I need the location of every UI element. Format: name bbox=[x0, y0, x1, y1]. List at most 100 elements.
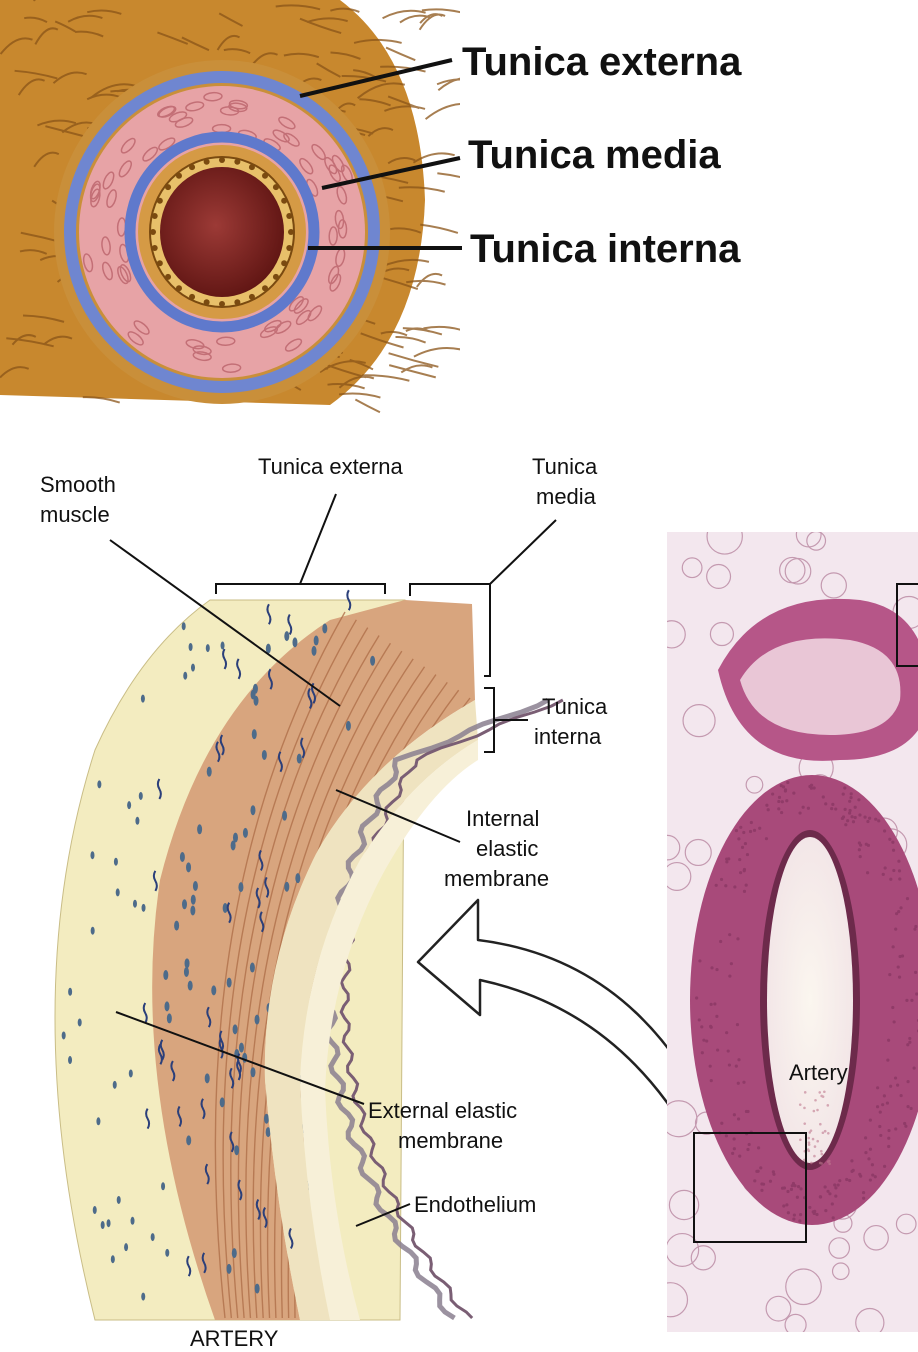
endothelial-cell bbox=[165, 274, 171, 280]
smooth-muscle-nucleus bbox=[250, 963, 255, 973]
wall-speck bbox=[834, 1186, 837, 1189]
fibroblast-nucleus bbox=[114, 858, 118, 866]
lumen-speck bbox=[823, 1090, 826, 1093]
wall-speck bbox=[807, 807, 810, 810]
wall-speck bbox=[888, 838, 891, 841]
wall-speck bbox=[715, 1015, 718, 1018]
lumen-speck bbox=[813, 1110, 816, 1113]
wall-speck bbox=[826, 1190, 829, 1193]
fibroblast-nucleus bbox=[129, 1069, 133, 1077]
wall-speck bbox=[903, 1122, 906, 1125]
endothelial-cell bbox=[152, 245, 158, 251]
wall-speck bbox=[710, 1003, 713, 1006]
wall-speck bbox=[876, 1105, 879, 1108]
smooth-muscle-nucleus bbox=[226, 1264, 231, 1274]
wall-speck bbox=[767, 808, 770, 811]
wall-speck bbox=[698, 959, 701, 962]
wall-speck bbox=[787, 1211, 790, 1214]
wall-speck bbox=[733, 885, 736, 888]
smooth-muscle-nucleus bbox=[255, 1284, 260, 1294]
wall-speck bbox=[742, 1081, 745, 1084]
fibroblast-nucleus bbox=[139, 792, 143, 800]
fibroblast-nucleus bbox=[90, 851, 94, 859]
wall-speck bbox=[737, 837, 740, 840]
wall-speck bbox=[778, 796, 781, 799]
wall-speck bbox=[893, 1020, 896, 1023]
wall-speck bbox=[858, 813, 861, 816]
lumen-speck bbox=[813, 1155, 816, 1158]
lumen-speck bbox=[816, 1140, 819, 1143]
wall-speck bbox=[882, 873, 885, 876]
wall-speck bbox=[799, 1213, 802, 1216]
smooth-muscle-nucleus bbox=[234, 1145, 239, 1155]
wall-speck bbox=[913, 928, 916, 931]
label-smooth-muscle-1: Smooth bbox=[40, 472, 116, 497]
lumen-speck bbox=[819, 1123, 822, 1126]
wall-speck bbox=[891, 1006, 894, 1009]
label-iem-2: elastic bbox=[476, 836, 538, 861]
fibroblast-nucleus bbox=[191, 664, 195, 672]
wall-speck bbox=[894, 928, 897, 931]
wall-speck bbox=[828, 1192, 831, 1195]
endothelial-cell bbox=[288, 229, 294, 235]
endothelial-cell bbox=[189, 164, 195, 170]
wall-speck bbox=[869, 1148, 872, 1151]
fibroblast-nucleus bbox=[135, 817, 139, 825]
wall-speck bbox=[812, 1210, 815, 1213]
wall-speck bbox=[757, 1146, 760, 1149]
wall-speck bbox=[905, 999, 908, 1002]
wall-speck bbox=[858, 841, 861, 844]
externa-fiber bbox=[395, 337, 425, 343]
wall-speck bbox=[700, 1025, 703, 1028]
wall-speck bbox=[908, 1041, 911, 1044]
wall-speck bbox=[724, 884, 727, 887]
histology-micrograph: Artery bbox=[653, 519, 918, 1337]
wall-speck bbox=[842, 793, 845, 796]
fibroblast-nucleus bbox=[133, 900, 137, 908]
wall-speck bbox=[815, 1213, 818, 1216]
externa-fiber bbox=[414, 348, 463, 357]
lumen-speck bbox=[812, 1138, 815, 1141]
wall-speck bbox=[891, 841, 894, 844]
wall-speck bbox=[881, 1103, 884, 1106]
smooth-muscle-nucleus bbox=[174, 921, 179, 931]
wall-speck bbox=[866, 871, 869, 874]
wall-speck bbox=[848, 1179, 851, 1182]
wall-speck bbox=[824, 1185, 827, 1188]
wall-speck bbox=[709, 1065, 712, 1068]
lumen-speck bbox=[807, 1148, 810, 1151]
label-eem-1: External elastic bbox=[368, 1098, 517, 1123]
wall-speck bbox=[887, 1137, 890, 1140]
lumen-speck bbox=[814, 1099, 817, 1102]
smooth-muscle-nucleus bbox=[233, 1024, 238, 1034]
wall-speck bbox=[716, 1048, 719, 1051]
fibroblast-nucleus bbox=[141, 1293, 145, 1301]
wall-speck bbox=[790, 1188, 793, 1191]
wall-speck bbox=[910, 1107, 913, 1110]
smooth-muscle-nucleus bbox=[282, 811, 287, 821]
wall-speck bbox=[760, 1189, 763, 1192]
wall-speck bbox=[786, 1190, 789, 1193]
lumen-speck bbox=[820, 1150, 823, 1153]
endothelial-cell bbox=[204, 159, 210, 165]
wall-speck bbox=[838, 1179, 841, 1182]
lumen-speck bbox=[824, 1130, 827, 1133]
smooth-muscle-nucleus bbox=[163, 970, 168, 980]
smooth-muscle-nucleus bbox=[211, 985, 216, 995]
label-eem-2: membrane bbox=[398, 1128, 503, 1153]
smooth-muscle-nucleus bbox=[164, 1001, 169, 1011]
wall-speck bbox=[883, 1094, 886, 1097]
wall-speck bbox=[892, 849, 895, 852]
wall-speck bbox=[874, 818, 877, 821]
endothelial-cell bbox=[249, 164, 255, 170]
wall-speck bbox=[737, 1117, 740, 1120]
wall-speck bbox=[745, 884, 748, 887]
externa-fiber bbox=[426, 104, 476, 119]
artery-3d-illustration bbox=[0, 0, 478, 412]
externa-fiber bbox=[422, 9, 465, 13]
externa-fiber bbox=[420, 225, 458, 233]
wall-speck bbox=[702, 1039, 705, 1042]
wall-speck bbox=[842, 815, 845, 818]
endothelial-cell bbox=[176, 285, 182, 291]
wall-speck bbox=[824, 1209, 827, 1212]
